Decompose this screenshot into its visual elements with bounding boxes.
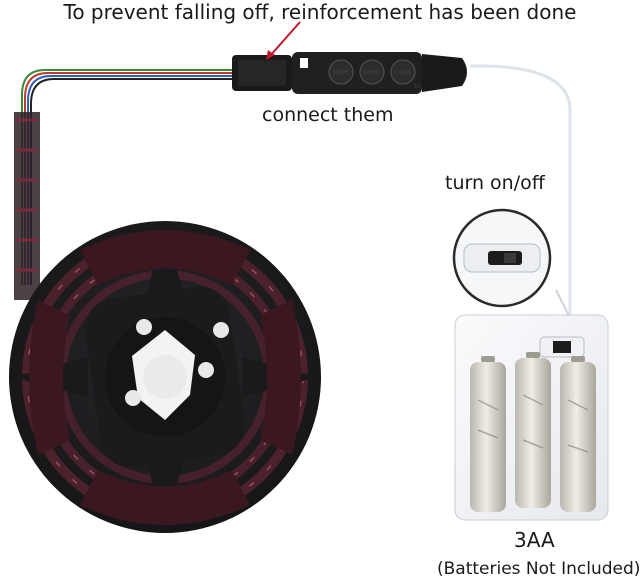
controller-button-mode: MODE bbox=[333, 70, 348, 76]
rf-controller: MODE SPEED COLOR 5V bbox=[232, 52, 467, 94]
battery-note-label: (Batteries Not Included) bbox=[437, 559, 640, 579]
battery-cable bbox=[469, 64, 572, 320]
switch-zoom-bubble bbox=[452, 208, 573, 323]
led-strip-reel bbox=[9, 221, 321, 533]
battery-type-label: 3AA bbox=[514, 528, 555, 552]
controller-button-color: COLOR bbox=[394, 70, 412, 76]
connect-caption: connect them bbox=[262, 104, 394, 126]
reinforcement-arrow bbox=[266, 21, 301, 60]
reinforcement-caption: To prevent falling off, reinforcement ha… bbox=[63, 0, 577, 24]
rgb-cable bbox=[14, 69, 232, 300]
controller-voltage: 5V bbox=[414, 84, 421, 90]
battery-box bbox=[454, 314, 609, 521]
switch-caption: turn on/off bbox=[445, 172, 545, 194]
controller-button-speed: SPEED bbox=[363, 70, 380, 76]
